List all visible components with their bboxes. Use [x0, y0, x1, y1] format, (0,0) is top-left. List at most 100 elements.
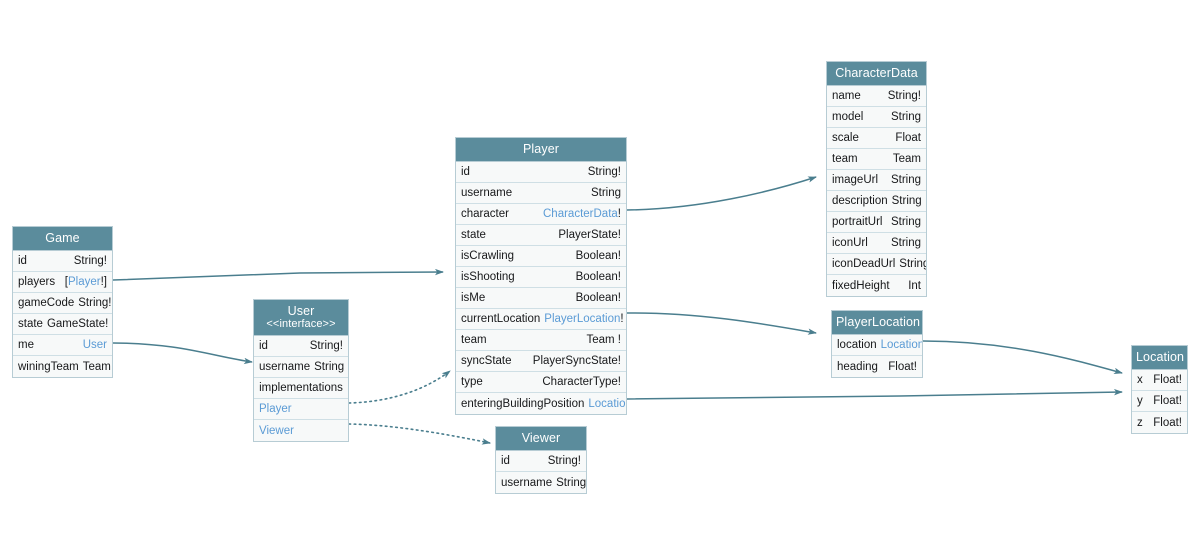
field-type: Float!	[1153, 416, 1182, 429]
table-row[interactable]: me User	[13, 335, 112, 357]
field-type-link[interactable]: Location	[880, 339, 922, 352]
table-row[interactable]: description String	[827, 191, 926, 213]
table-row[interactable]: isMe Boolean!	[456, 288, 626, 310]
field-name: id	[461, 166, 470, 179]
table-row[interactable]: isCrawling Boolean!	[456, 246, 626, 268]
field-type: [Player!]	[64, 276, 107, 289]
field-name: team	[832, 153, 858, 166]
implementation-name[interactable]: Viewer	[259, 424, 294, 437]
entity-location-title-text: Location	[1136, 350, 1185, 364]
table-row[interactable]: character CharacterData!	[456, 204, 626, 226]
edge-game-me-to-user	[112, 342, 253, 365]
table-row[interactable]: team Team !	[456, 330, 626, 352]
table-row[interactable]: id String!	[456, 162, 626, 184]
field-type: String!	[78, 297, 112, 310]
table-row[interactable]: isShooting Boolean!	[456, 267, 626, 289]
field-name: type	[461, 376, 483, 389]
entity-player[interactable]: Player id String! username String charac…	[455, 137, 627, 416]
implementation-viewer[interactable]: Viewer	[254, 420, 348, 442]
field-name: isMe	[461, 292, 486, 305]
field-type-link[interactable]: CharacterData	[543, 208, 618, 221]
table-row[interactable]: id String!	[496, 451, 586, 473]
table-row[interactable]: scale Float	[827, 128, 926, 150]
table-row[interactable]: gameCode String!	[13, 293, 112, 315]
entity-characterdata[interactable]: CharacterData name String! model String …	[826, 61, 927, 298]
table-row[interactable]: username String	[254, 357, 348, 379]
table-row[interactable]: type CharacterType!	[456, 372, 626, 394]
table-row[interactable]: username String	[456, 183, 626, 205]
field-type: String	[899, 258, 926, 271]
field-type-link[interactable]: User	[82, 339, 107, 352]
field-name: winingTeam	[18, 360, 79, 373]
table-row[interactable]: currentLocation PlayerLocation!	[456, 309, 626, 331]
field-name: id	[259, 340, 268, 353]
entity-location[interactable]: Location x Float! y Float! z Float!	[1131, 345, 1188, 435]
table-row[interactable]: state PlayerState!	[456, 225, 626, 247]
field-type: Float!	[888, 360, 917, 373]
table-row[interactable]: y Float!	[1132, 391, 1187, 413]
table-row[interactable]: z Float!	[1132, 412, 1187, 434]
field-type-link[interactable]: Location	[588, 397, 626, 410]
entity-viewer[interactable]: Viewer id String! username String	[495, 426, 587, 495]
table-row[interactable]: team Team	[827, 149, 926, 171]
entity-playerlocation[interactable]: PlayerLocation location Location! headin…	[831, 310, 923, 379]
entity-game-title: Game	[13, 227, 112, 252]
table-row[interactable]: portraitUrl String	[827, 212, 926, 234]
field-type: String!	[309, 340, 343, 353]
table-row[interactable]: model String	[827, 107, 926, 129]
table-row[interactable]: location Location!	[832, 335, 922, 357]
field-type: Boolean!	[575, 292, 621, 305]
field-type: Float!	[1153, 395, 1182, 408]
implementation-player[interactable]: Player	[254, 399, 348, 421]
field-type-link[interactable]: Player	[68, 276, 101, 289]
field-name: gameCode	[18, 297, 75, 310]
table-row[interactable]: iconDeadUrl String	[827, 254, 926, 276]
edge-player-enteringbuildingposition-to-location	[626, 388, 1123, 400]
edge-user-implements-viewer	[348, 423, 491, 445]
field-name: team	[461, 334, 487, 347]
entity-user-title-text: User	[287, 304, 315, 318]
table-row[interactable]: username String	[496, 472, 586, 494]
table-row[interactable]: id String!	[254, 336, 348, 358]
entity-location-title: Location	[1132, 346, 1187, 371]
entity-user-stereotype: <<interface>>	[266, 318, 336, 331]
field-name: username	[259, 361, 311, 374]
edge-game-players-to-player	[112, 268, 444, 281]
table-row[interactable]: players [Player!]	[13, 272, 112, 294]
table-row[interactable]: imageUrl String	[827, 170, 926, 192]
field-name: players	[18, 276, 56, 289]
entity-game[interactable]: Game id String! players [Player!] gameCo…	[12, 226, 113, 379]
table-row[interactable]: x Float!	[1132, 370, 1187, 392]
implementations-header: implementations	[254, 378, 348, 400]
table-row[interactable]: syncState PlayerSyncState!	[456, 351, 626, 373]
entity-player-title-text: Player	[522, 142, 560, 156]
table-row[interactable]: name String!	[827, 86, 926, 108]
field-type-link[interactable]: PlayerLocation	[544, 313, 621, 326]
field-name: character	[461, 208, 509, 221]
entity-user[interactable]: User <<interface>> id String! username S…	[253, 299, 349, 443]
table-row[interactable]: id String!	[13, 251, 112, 273]
field-type: Team	[892, 153, 921, 166]
entity-viewer-title-text: Viewer	[521, 431, 561, 445]
field-type: String!	[73, 255, 107, 268]
field-name: name	[832, 90, 861, 103]
field-name: scale	[832, 132, 859, 145]
field-type: String	[890, 174, 921, 187]
table-row[interactable]: enteringBuildingPosition Location	[456, 393, 626, 415]
field-name: model	[832, 111, 864, 124]
field-name: x	[1137, 374, 1143, 387]
implementation-name[interactable]: Player	[259, 403, 292, 416]
table-row[interactable]: iconUrl String	[827, 233, 926, 255]
table-row[interactable]: heading Float!	[832, 356, 922, 378]
field-type: Float!	[1153, 374, 1182, 387]
field-type: String	[890, 111, 921, 124]
field-type: String	[891, 195, 922, 208]
table-row[interactable]: winingTeam Team	[13, 356, 112, 378]
field-name: me	[18, 339, 34, 352]
edge-user-implements-player	[348, 370, 451, 404]
table-row[interactable]: fixedHeight Int	[827, 275, 926, 297]
field-name: state	[461, 229, 486, 242]
table-row[interactable]: state GameState!	[13, 314, 112, 336]
entity-playerlocation-title: PlayerLocation	[832, 311, 922, 336]
